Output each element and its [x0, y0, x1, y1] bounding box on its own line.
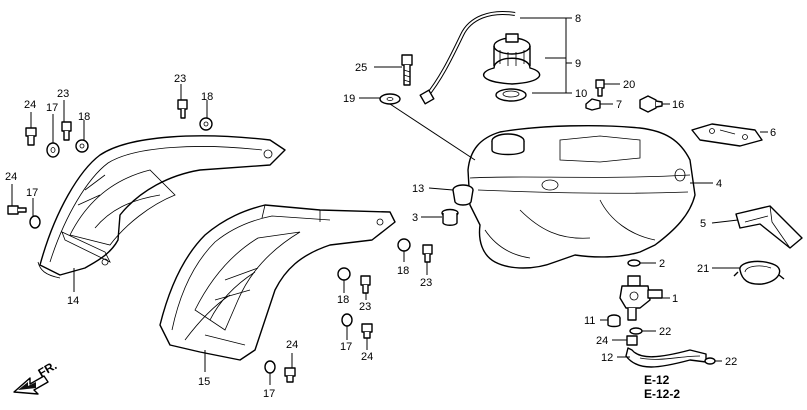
callout-3: 3 — [412, 212, 418, 224]
callout-2: 2 — [659, 258, 665, 270]
callout-8: 8 — [575, 13, 581, 25]
bolt-part-23-top — [177, 99, 188, 119]
grommet-part-18-center-a — [397, 238, 411, 252]
callout-15: 15 — [198, 376, 210, 388]
callout-22-lower: 22 — [725, 356, 737, 368]
bolt-part-25 — [401, 54, 413, 86]
front-direction-arrow-icon — [13, 375, 49, 395]
callout-24-fuelcock: 24 — [596, 335, 608, 347]
callout-16: 16 — [672, 99, 684, 111]
callout-24-center: 24 — [361, 351, 373, 363]
bolt-part-24-bottom — [284, 367, 296, 383]
callout-23-left-top: 23 — [57, 88, 69, 100]
callout-18-center-b: 18 — [337, 294, 349, 306]
fuel-cock-part-1 — [619, 275, 663, 321]
callout-14: 14 — [67, 295, 79, 307]
callout-7: 7 — [616, 99, 622, 111]
cap-gasket-part-10 — [495, 88, 527, 102]
callout-13: 13 — [412, 183, 424, 195]
callout-25: 25 — [355, 62, 367, 74]
callout-24-left-mid: 24 — [5, 171, 17, 183]
callout-11: 11 — [584, 315, 595, 327]
callout-18-left-top: 18 — [78, 111, 90, 123]
callout-23-center-a: 23 — [420, 277, 432, 289]
tank-band-part-21 — [733, 260, 785, 285]
nut-part-7 — [585, 98, 601, 111]
washer-part-17-left-mid — [29, 215, 41, 229]
screw-part-20 — [595, 79, 605, 97]
tank-rubber-part-5 — [735, 205, 803, 249]
callout-18-top: 18 — [201, 91, 213, 103]
callout-17-left-top: 17 — [46, 102, 58, 114]
bolt-part-24-left-mid — [7, 205, 27, 215]
bolt-part-23-center-b — [360, 275, 371, 294]
callout-23-center-b: 23 — [359, 301, 371, 313]
callout-17-left-mid: 17 — [26, 187, 38, 199]
fuel-tank-part-4 — [467, 124, 696, 269]
washer-part-24-fuelcock — [626, 335, 638, 346]
callout-19: 19 — [343, 93, 355, 105]
callout-20: 20 — [623, 79, 635, 91]
callout-6: 6 — [770, 127, 776, 139]
grommet-part-18-top — [199, 117, 213, 131]
washer-part-17-left-top — [46, 142, 60, 158]
callout-12: 12 — [601, 352, 613, 364]
reference-e-12: E-12 — [644, 373, 670, 387]
tank-stay-part-6 — [691, 123, 763, 147]
callout-17-bottom: 17 — [263, 388, 275, 400]
grommet-part-18-center-b — [337, 267, 351, 281]
washer-part-17-bottom — [264, 360, 276, 374]
bolt-part-23-left-top — [61, 121, 72, 141]
callout-24-left-top: 24 — [24, 99, 36, 111]
callout-22-upper: 22 — [659, 326, 671, 338]
washer-part-19 — [379, 93, 401, 105]
filler-cap-part-9 — [482, 33, 541, 85]
callout-10: 10 — [575, 88, 587, 100]
front-direction-label: FR. — [36, 358, 60, 380]
bolt-part-16 — [639, 95, 663, 113]
callout-23-top: 23 — [174, 73, 186, 85]
callout-labels: 1 2 3 4 5 6 7 8 9 10 11 12 13 14 15 16 1… — [5, 13, 776, 400]
bolt-part-24-left-top — [25, 127, 37, 146]
screw-part-11 — [607, 314, 621, 328]
right-shroud-part-15 — [159, 204, 396, 361]
breather-tube-part-8 — [419, 11, 516, 105]
collar-part-3 — [441, 208, 459, 226]
reference-e-12-2: E-12-2 — [644, 387, 680, 401]
washer-part-17-center — [341, 313, 353, 327]
bolt-part-23-center-a — [422, 244, 433, 263]
callout-18-center-a: 18 — [397, 265, 409, 277]
bolt-part-24-center — [361, 323, 373, 339]
grommet-part-13 — [452, 184, 474, 206]
callout-24-bottom: 24 — [286, 339, 298, 351]
fuel-cock-packing-part-2 — [627, 259, 641, 267]
left-shroud-part-14 — [37, 135, 286, 279]
callout-21: 21 — [697, 263, 709, 275]
callout-4: 4 — [716, 178, 722, 190]
leader-lines — [11, 17, 768, 385]
grommet-part-18-left-top — [75, 139, 89, 153]
callout-5: 5 — [700, 218, 706, 230]
fuel-tube-part-12 — [625, 347, 707, 368]
callout-9: 9 — [575, 58, 581, 70]
clip-part-22-lower — [704, 357, 716, 365]
callout-1: 1 — [672, 293, 678, 305]
callout-17-center: 17 — [340, 341, 352, 353]
clip-part-22-upper — [629, 327, 643, 335]
